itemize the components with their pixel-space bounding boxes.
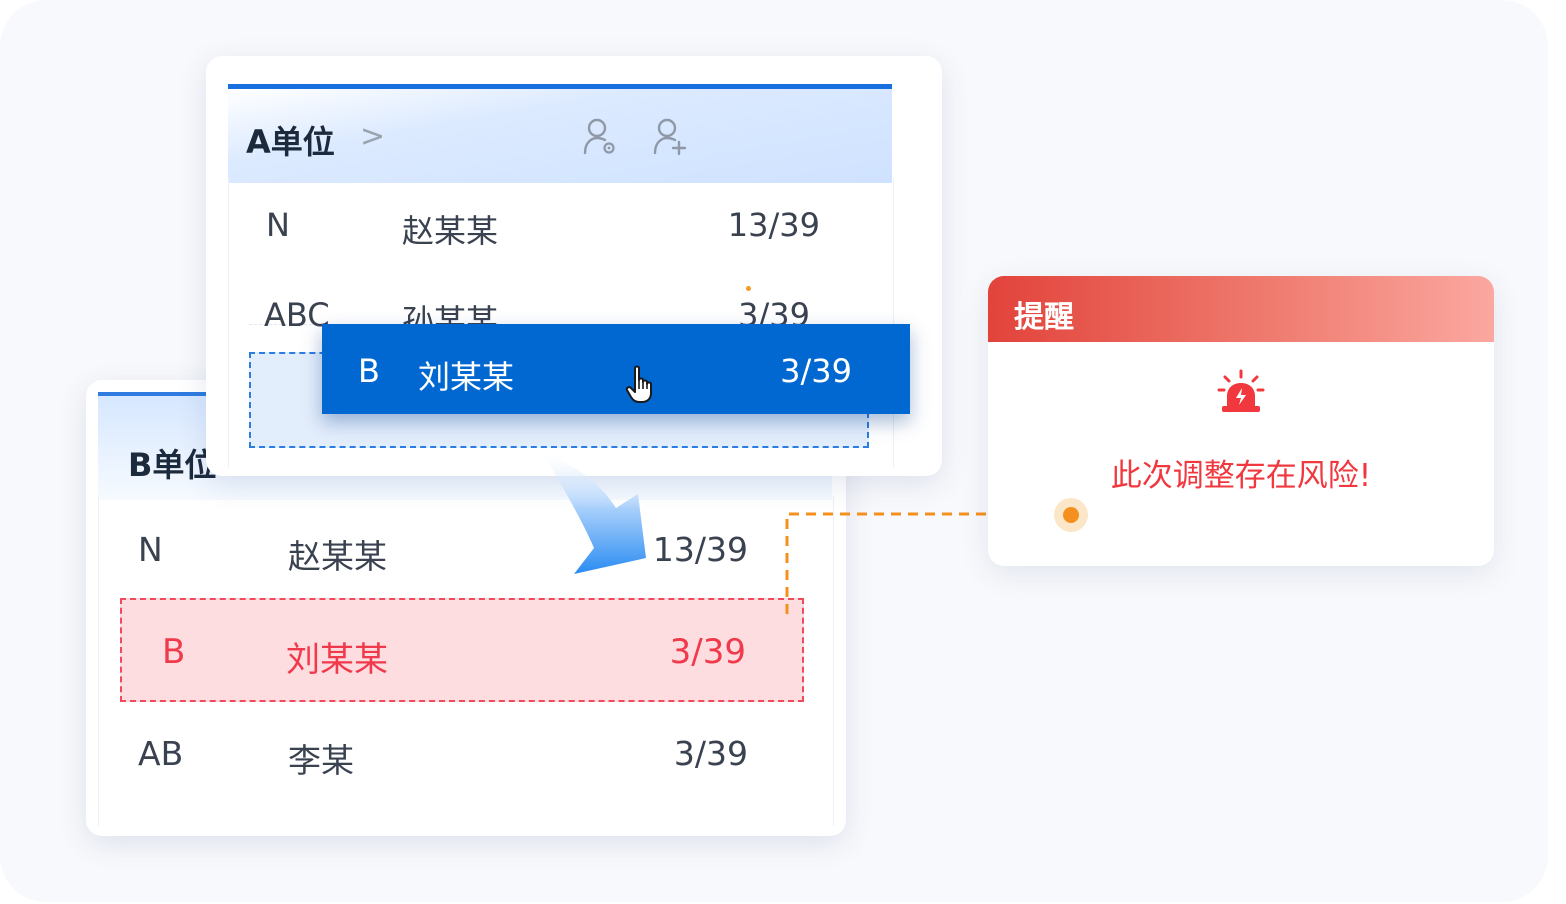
- siren-icon: [1217, 369, 1265, 412]
- row-ratio: 13/39: [727, 206, 820, 244]
- row-code: ABC: [264, 296, 330, 334]
- row-code: N: [138, 530, 163, 569]
- row-name: 刘某某: [286, 640, 388, 680]
- list-item[interactable]: N 赵某某 13/39: [138, 530, 748, 590]
- row-name: 赵某某: [288, 537, 387, 576]
- row-code: N: [266, 206, 290, 244]
- unit-b-title: B单位: [128, 446, 217, 484]
- row-ratio: 3/39: [673, 734, 748, 773]
- alert-title: 提醒: [1014, 300, 1074, 335]
- chevron-right-icon[interactable]: >: [360, 119, 386, 154]
- row-code: AB: [138, 734, 184, 773]
- unit-a-title: A单位: [246, 123, 335, 161]
- row-ratio: 13/39: [652, 530, 748, 569]
- alert-header: 提醒: [988, 276, 1494, 342]
- user-settings-icon[interactable]: [582, 117, 618, 157]
- add-user-icon[interactable]: [652, 117, 688, 157]
- alert-message: 此次调整存在风险!: [1110, 458, 1372, 494]
- row-name: 赵某某: [402, 212, 499, 250]
- marker-dot: [746, 286, 751, 291]
- list-item[interactable]: N 赵某某 13/39: [266, 206, 820, 256]
- row-ratio: 3/39: [669, 632, 746, 672]
- unit-a-header: A单位 >: [228, 84, 892, 183]
- list-item[interactable]: AB 李某 3/39: [138, 734, 748, 794]
- row-name: 李某: [288, 741, 354, 780]
- row-code: B: [162, 632, 186, 672]
- row-code: B: [358, 352, 380, 390]
- row-name: 刘某某: [418, 358, 515, 396]
- hand-cursor-icon: [625, 365, 652, 403]
- unit-b-list: [98, 496, 834, 826]
- dragged-list-item[interactable]: B 刘某某 3/39: [322, 324, 910, 414]
- connector-dot: [1054, 498, 1088, 532]
- risk-list-item[interactable]: B 刘某某 3/39: [120, 598, 804, 702]
- row-ratio: 3/39: [780, 352, 852, 390]
- curved-arrow-icon: [544, 454, 646, 574]
